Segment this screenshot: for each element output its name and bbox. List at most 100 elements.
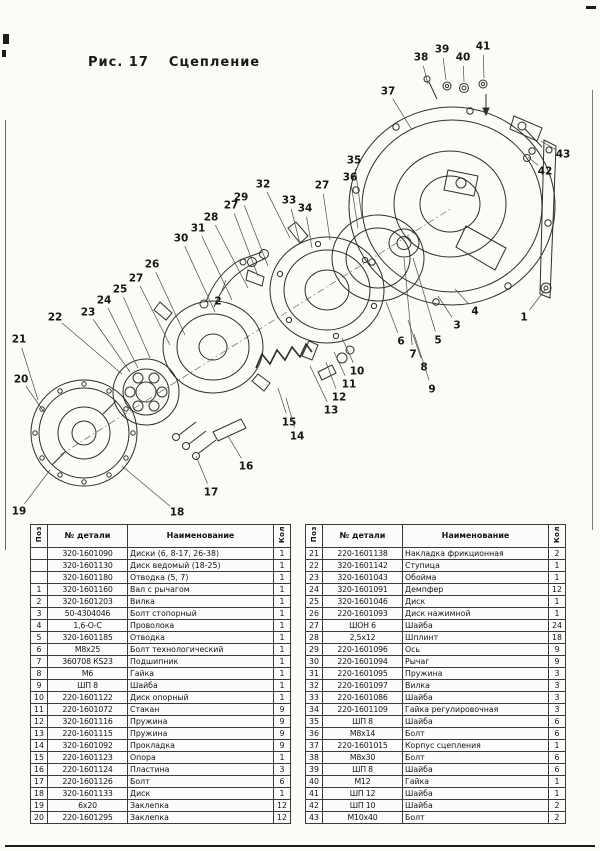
- cell-pos: 4: [30, 618, 48, 632]
- cell-part-number: 220-1601109: [322, 702, 403, 716]
- cell-qty: 6: [548, 750, 566, 764]
- leader-line-34: [306, 216, 313, 249]
- scan-artifact: [586, 6, 596, 9]
- callout-31: 31: [191, 223, 206, 235]
- cell-name: Заклепка: [127, 798, 274, 812]
- cell-name: Вилка: [402, 678, 549, 692]
- cell-name: Диск: [127, 786, 274, 800]
- cell-pos: 2: [30, 594, 48, 608]
- cell-pos: 3: [30, 606, 48, 620]
- cell-part-number: М12: [322, 774, 403, 788]
- cell-part-number: 320-1601116: [47, 714, 128, 728]
- cell-pos: 41: [305, 786, 323, 800]
- cell-part-number: 6х20: [47, 798, 128, 812]
- cell-pos: 23: [305, 570, 323, 584]
- cell-qty: 3: [548, 666, 566, 680]
- cell-part-number: 220-1601094: [322, 654, 403, 668]
- cell-qty: 12: [273, 810, 291, 824]
- cell-qty: 3: [548, 678, 566, 692]
- cell-qty: 12: [273, 798, 291, 812]
- cell-part-number: ШП 8: [322, 762, 403, 776]
- leader-line-11: [333, 351, 346, 376]
- cell-qty: 1: [273, 582, 291, 596]
- cell-name: Обойма: [402, 570, 549, 584]
- cell-name: Шайба: [402, 714, 549, 728]
- callout-29: 29: [234, 192, 249, 204]
- cell-name: Проволока: [127, 618, 274, 632]
- cell-qty: 1: [548, 570, 566, 584]
- leader-line-10: [341, 337, 354, 363]
- callout-24: 24: [97, 295, 112, 307]
- release-fork-drawing: [199, 251, 267, 309]
- cell-part-number: 220-1601126: [47, 774, 128, 788]
- cell-pos: 27: [305, 618, 323, 632]
- leader-line-21: [21, 347, 39, 401]
- cell-pos: 33: [305, 690, 323, 704]
- cell-pos: 35: [305, 714, 323, 728]
- cell-part-number: 320-1601092: [47, 738, 128, 752]
- cell-name: Стакан: [127, 702, 274, 716]
- callout-5: 5: [434, 335, 441, 347]
- cell-pos: [30, 570, 48, 584]
- top-fasteners-drawing: [423, 75, 543, 162]
- plate-and-bolts-drawing: [172, 418, 247, 460]
- cell-part-number: 220-1601096: [322, 642, 403, 656]
- leader-line-28: [214, 224, 249, 289]
- callout-3: 3: [453, 320, 460, 332]
- callout-4: 4: [471, 306, 478, 318]
- cell-pos: 39: [305, 762, 323, 776]
- cell-part-number: ШОН 6: [322, 618, 403, 632]
- release-sleeve-drawing: [153, 300, 271, 394]
- cell-name: Диск нажимной: [402, 606, 549, 620]
- leader-line-35: [354, 168, 363, 219]
- leader-line-24: [107, 307, 139, 369]
- leader-line-6: [385, 301, 399, 333]
- scan-artifact: [3, 34, 9, 44]
- cell-pos: 22: [305, 558, 323, 572]
- cell-qty: 9: [548, 654, 566, 668]
- cell-qty: 3: [548, 690, 566, 704]
- cell-qty: 9: [548, 642, 566, 656]
- cell-qty: 9: [273, 738, 291, 752]
- cell-qty: 12: [548, 582, 566, 596]
- cell-qty: 1: [273, 594, 291, 608]
- callout-20: 20: [14, 374, 29, 386]
- callout-28: 28: [204, 212, 219, 224]
- leader-line-27: [322, 193, 331, 241]
- cell-pos: 28: [305, 630, 323, 644]
- leader-line-40: [463, 65, 465, 83]
- cell-qty: 1: [273, 570, 291, 584]
- cell-qty: 1: [548, 558, 566, 572]
- cell-pos: 37: [305, 738, 323, 752]
- leader-line-31: [201, 235, 233, 301]
- cell-pos: 8: [30, 666, 48, 680]
- leader-line-38: [422, 65, 429, 85]
- leader-line-23: [92, 319, 131, 373]
- callout-30: 30: [174, 233, 189, 245]
- cell-qty: 1: [273, 558, 291, 572]
- leader-line-15: [277, 387, 287, 414]
- cell-name: Диск опорный: [127, 690, 274, 704]
- cell-pos: 9: [30, 678, 48, 692]
- leader-line-19: [24, 469, 51, 505]
- leader-line-18: [121, 465, 171, 507]
- cell-part-number: 320-1601043: [322, 570, 403, 584]
- cell-name: Гайка регулировочная: [402, 702, 549, 716]
- callout-22: 22: [48, 312, 63, 324]
- driven-disc-drawing: [30, 358, 180, 487]
- cell-part-number: 220-1601072: [47, 702, 128, 716]
